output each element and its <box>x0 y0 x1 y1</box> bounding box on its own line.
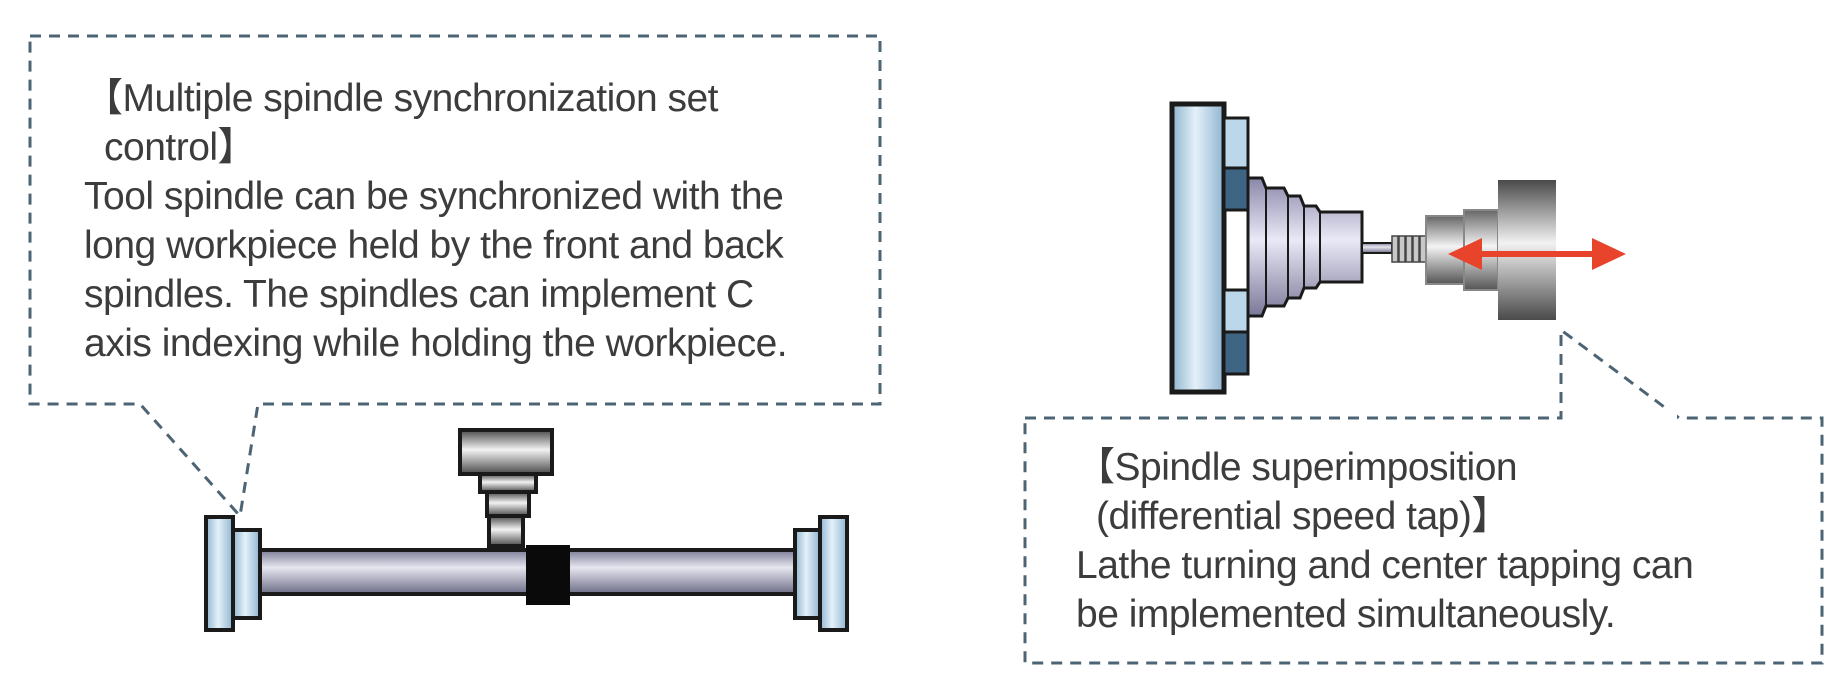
chuck-jaw <box>1222 330 1250 376</box>
back-spindle-hub <box>793 528 822 620</box>
back-spindle-block <box>1498 180 1556 320</box>
tap-thread <box>1391 235 1427 263</box>
right-callout-body-line: be implemented simultaneously. <box>1076 593 1616 636</box>
tool-spindle-nose <box>487 514 525 548</box>
chuck-jaw <box>1222 116 1250 170</box>
left-callout-text: 【Multiple spindle synchronization set co… <box>84 74 864 368</box>
left-callout-title-cont: control】 <box>104 126 257 169</box>
right-callout-text: 【Spindle superimposition (differential s… <box>1076 443 1796 639</box>
tool-spindle-neck <box>478 472 538 494</box>
left-callout-border <box>28 34 882 520</box>
tool-holder-block <box>526 545 570 605</box>
back-spindle-flange <box>818 515 849 632</box>
right-callout-border <box>1023 327 1824 665</box>
chuck-jaw <box>1222 166 1250 212</box>
left-callout-title: 【Multiple spindle synchronization set <box>84 77 719 120</box>
long-workpiece-illustration <box>204 428 849 632</box>
left-callout-body-line: Tool spindle can be synchronized with th… <box>84 175 784 218</box>
front-spindle-hub <box>231 528 262 620</box>
double-arrow-icon <box>1448 238 1626 270</box>
tool-spindle-head <box>458 428 554 476</box>
right-callout-title: 【Spindle superimposition <box>1076 446 1518 489</box>
left-callout-body-line: spindles. The spindles can implement C <box>84 273 754 316</box>
left-callout-body-line: axis indexing while holding the workpiec… <box>84 322 788 365</box>
front-spindle-flange <box>204 515 235 632</box>
tool-spindle-collar <box>485 490 531 518</box>
workpiece-pin <box>1361 242 1393 254</box>
right-callout-body-line: Lathe turning and center tapping can <box>1076 544 1694 587</box>
chuck-jaw <box>1222 288 1250 334</box>
spindle-superimposition-illustration <box>1169 101 1626 395</box>
right-callout-title-cont: (differential speed tap)】 <box>1096 495 1510 538</box>
main-spindle-plate <box>1169 101 1227 395</box>
left-callout-body-line: long workpiece held by the front and bac… <box>84 224 784 267</box>
